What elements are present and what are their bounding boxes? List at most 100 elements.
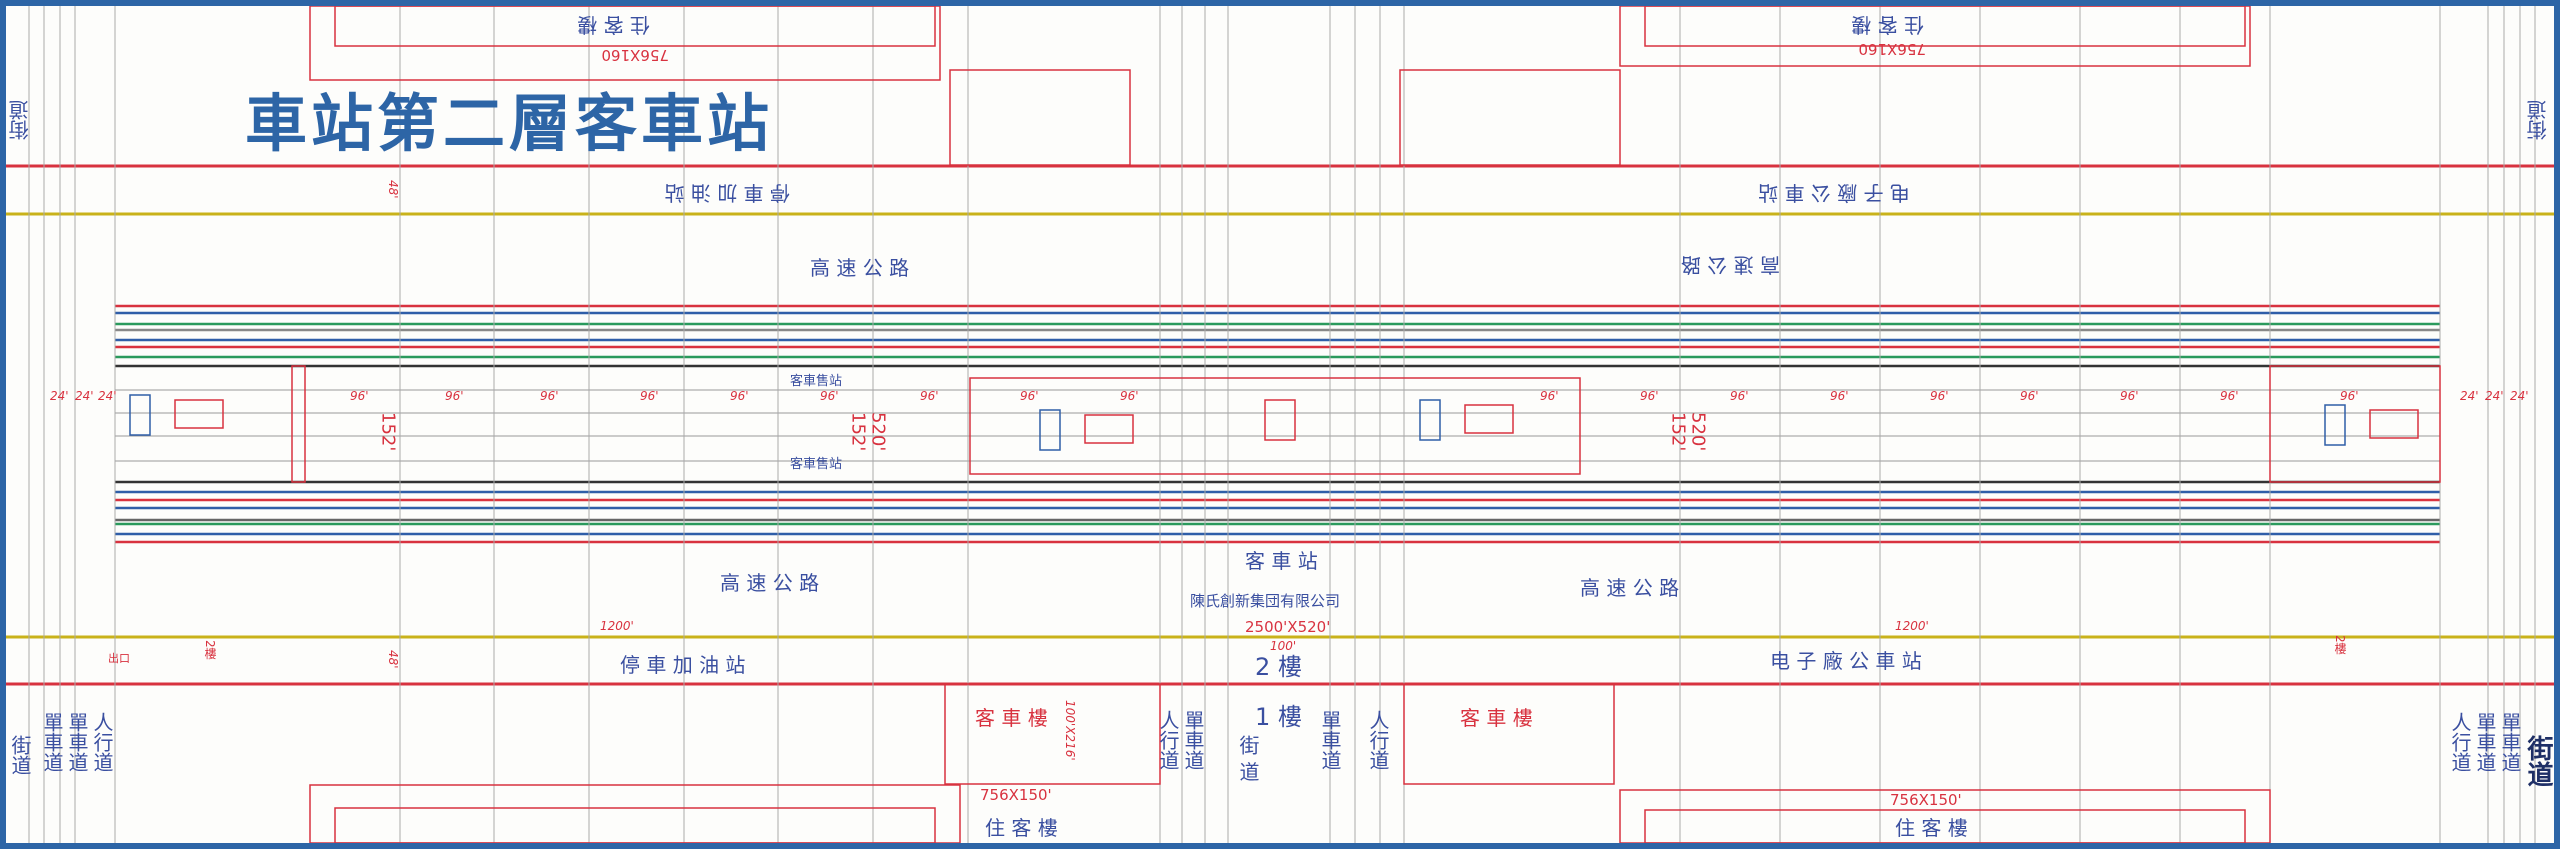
stair-icon [129, 394, 151, 436]
bay-dim: 96' [2020, 389, 2039, 403]
platform-box-center [969, 377, 1581, 475]
building-bottom-left-size: 756X150' [980, 786, 1052, 804]
height-dim-right: 152' [1668, 412, 1689, 451]
building-top-right-inner [1644, 6, 2246, 47]
span-left-dim: 1200' [600, 619, 634, 633]
bus-building-left-label: 客 車 樓 [975, 706, 1048, 730]
floor-1-label: 1 樓 [1255, 703, 1302, 731]
bay-dim: 96' [445, 389, 464, 403]
building-top-right-label: 住 客 樓 [1851, 13, 1924, 37]
building-top-left-label: 住 客 樓 [577, 13, 650, 37]
bay-dim: 96' [1730, 389, 1749, 403]
building-top-left [309, 6, 941, 81]
stair-icon [1419, 399, 1441, 441]
highway-bottom-right-label: 高 速 公 路 [1580, 576, 1679, 600]
exit-floor-left: 2樓 [203, 640, 217, 660]
pedestrian-center-right: 人行道 [1366, 710, 1390, 770]
escalator-icon [1084, 414, 1134, 444]
escalator-icon [2369, 409, 2419, 439]
building-bottom-right [1619, 789, 2271, 843]
bus-building-right-label: 客 車 樓 [1460, 706, 1533, 730]
building-top-left-size: 756X160 [601, 46, 669, 64]
center-box [1264, 399, 1296, 441]
street-top-left-label: 街道 [8, 100, 32, 140]
bay-dim: 96' [2120, 389, 2139, 403]
station-width: 100' [1270, 639, 1296, 653]
exit-left-label: 出口 [108, 651, 130, 665]
span-right-dim: 1200' [1895, 619, 1929, 633]
drawing-title: 車站第二層客車站 [245, 87, 773, 160]
street-top-right-label: 街道 [2526, 100, 2550, 140]
bay-dim: 96' [350, 389, 369, 403]
building-bottom-left-inner [334, 807, 936, 843]
side-dim-bottom: 48' [386, 650, 400, 669]
building-top-right-size: 756X160 [1858, 40, 1926, 58]
building-bottom-left [309, 784, 961, 843]
bay-dim: 96' [820, 389, 839, 403]
block-top-left [949, 69, 1131, 166]
highway-bottom-left-label: 高 速 公 路 [720, 571, 819, 595]
building-top-left-inner [334, 6, 936, 47]
ticket-left-label: 客車售站 [790, 373, 842, 389]
bike-center-right: 單車道 [1318, 710, 1342, 770]
bay-dim: 96' [1830, 389, 1849, 403]
platform-box-right [2269, 365, 2441, 483]
bay-dim: 96' [1120, 389, 1139, 403]
bay-dim: 96' [540, 389, 559, 403]
height-dim-left: 152' [378, 412, 399, 451]
bay-dim: 96' [730, 389, 749, 403]
bay-dim: 96' [1540, 389, 1559, 403]
lane-dim-1: 24' [50, 389, 69, 403]
bus-building-left [944, 683, 1161, 785]
lane-dim-5: 24' [2485, 389, 2504, 403]
pedestrian-center-left: 人行道 [1156, 710, 1180, 770]
stair-icon [1039, 409, 1061, 451]
height-total-left: 520' [868, 412, 889, 451]
side-dim-top: 48' [386, 180, 400, 199]
bike-lane-right-1: 單車道 [2473, 712, 2497, 772]
height-dim-mid: 152' [848, 412, 869, 451]
ticket-left-label-2: 客車售站 [790, 456, 842, 472]
station-size: 2500'X520' [1245, 618, 1330, 636]
bus-station-top-label: 电 子 廠 公 車 站 [1758, 181, 1910, 205]
bike-lane-right-2: 單車道 [2498, 712, 2522, 772]
bay-dim: 96' [920, 389, 939, 403]
building-bottom-right-label: 住 客 樓 [1895, 816, 1968, 840]
bay-dim: 96' [640, 389, 659, 403]
lane-dim-4: 24' [2460, 389, 2479, 403]
highway-top-label: 高 速 公 路 [810, 256, 909, 280]
pedestrian-left: 人行道 [90, 712, 114, 772]
bus-building-right [1403, 683, 1615, 785]
escalator-icon [174, 399, 224, 429]
gas-station-top-label: 停 車 加 油 站 [665, 181, 790, 205]
gas-station-bottom-label: 停 車 加 油 站 [620, 653, 745, 677]
building-bottom-left-label: 住 客 樓 [985, 816, 1058, 840]
company-name: 陳氏創新集団有限公司 [1190, 592, 1340, 610]
pedestrian-right: 人行道 [2448, 712, 2472, 772]
bike-lane-left-2: 單車道 [65, 712, 89, 772]
escalator-icon [1464, 404, 1514, 434]
drawing-sheet: 車站第二層客車站 住 客 樓 756X160 住 客 樓 756X160 停 車… [6, 6, 2554, 843]
stair-icon [2324, 404, 2346, 446]
highway-top-right-label: 高 速 公 路 [1681, 253, 1780, 277]
bay-dim: 96' [2220, 389, 2239, 403]
bay-dim: 96' [1020, 389, 1039, 403]
platform-box-left [291, 365, 306, 483]
station-name: 客 車 站 [1245, 549, 1318, 573]
street-left-label: 街道 [8, 735, 32, 775]
bay-dim: 96' [1930, 389, 1949, 403]
site-plan: 車站第二層客車站 住 客 樓 756X160 住 客 樓 756X160 停 車… [6, 6, 2554, 843]
center-street-label: 街 道 [1236, 735, 1260, 782]
height-total-right: 520' [1688, 412, 1709, 451]
bay-dim: 96' [2340, 389, 2359, 403]
floor-2-label: 2 樓 [1255, 653, 1302, 681]
exit-floor-right: 2樓 [2333, 635, 2347, 655]
bus-station-bottom-label: 电 子 廠 公 車 站 [1770, 649, 1922, 673]
bike-center-left: 單車道 [1181, 710, 1205, 770]
bike-lane-left-1: 單車道 [40, 712, 64, 772]
building-bottom-right-size: 756X150' [1890, 791, 1962, 809]
building-top-right [1619, 6, 2251, 67]
bay-dim: 96' [1640, 389, 1659, 403]
block-top-right [1399, 69, 1621, 166]
